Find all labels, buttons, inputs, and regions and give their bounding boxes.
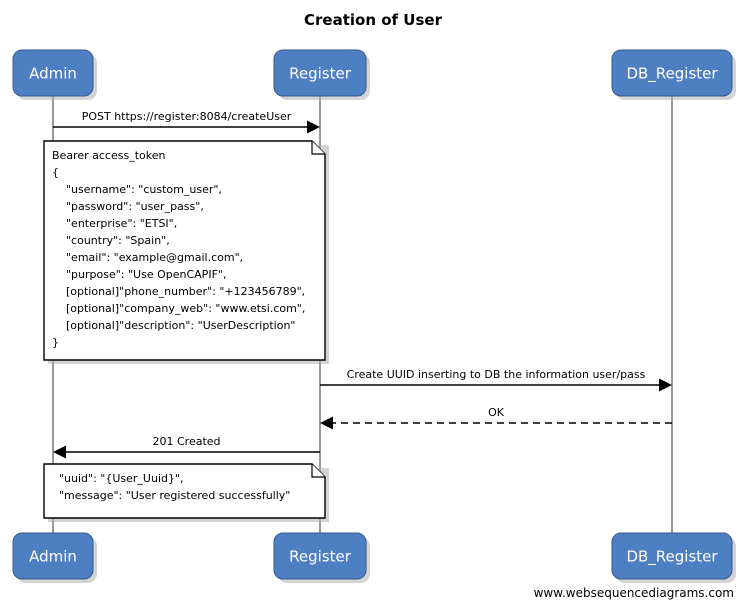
note-fold-icon bbox=[311, 464, 325, 478]
participant-register-bottom[interactable]: Register bbox=[273, 532, 370, 583]
participant-box[interactable] bbox=[611, 532, 733, 580]
note-line: [optional]"company_web": "www.etsi.com", bbox=[52, 302, 305, 315]
messages-layer: POST https://register:8084/createUserCre… bbox=[53, 110, 672, 459]
message-arrowhead bbox=[307, 120, 320, 134]
footer-watermark: www.websequencediagrams.com bbox=[534, 586, 734, 600]
participant-label-register: Register bbox=[289, 65, 352, 83]
message-label: OK bbox=[488, 406, 505, 419]
participant-box[interactable] bbox=[273, 532, 367, 580]
participant-label-db_register: DB_Register bbox=[626, 548, 718, 567]
message-label: POST https://register:8084/createUser bbox=[82, 110, 292, 123]
note-line: Bearer access_token bbox=[52, 149, 165, 162]
participant-label-admin: Admin bbox=[29, 65, 77, 83]
participant-box[interactable] bbox=[12, 49, 94, 97]
message-msg-create-uuid[interactable]: Create UUID inserting to DB the informat… bbox=[320, 368, 672, 392]
participants-layer: AdminAdminRegisterRegisterDB_RegisterDB_… bbox=[12, 49, 736, 583]
participant-db_register-bottom[interactable]: DB_Register bbox=[611, 532, 736, 583]
participant-register-top[interactable]: Register bbox=[273, 49, 370, 100]
participant-db_register-top[interactable]: DB_Register bbox=[611, 49, 736, 100]
message-label: Create UUID inserting to DB the informat… bbox=[347, 368, 646, 381]
note-line: "email": "example@gmail.com", bbox=[52, 251, 243, 264]
message-arrowhead bbox=[53, 445, 66, 459]
message-msg-post-createuser[interactable]: POST https://register:8084/createUser bbox=[53, 110, 320, 134]
participant-label-db_register: DB_Register bbox=[626, 65, 718, 84]
note-fold-icon bbox=[311, 141, 325, 155]
note-body bbox=[43, 463, 326, 519]
message-msg-ok[interactable]: OK bbox=[320, 406, 672, 430]
message-label: 201 Created bbox=[152, 435, 220, 448]
message-arrowhead bbox=[320, 416, 333, 430]
note-response-payload: "uuid": "{User_Uuid}", "message": "User … bbox=[43, 463, 329, 522]
participant-admin-bottom[interactable]: Admin bbox=[12, 532, 97, 583]
note-line: { bbox=[52, 166, 59, 179]
note-body bbox=[43, 140, 326, 361]
participant-box[interactable] bbox=[273, 49, 367, 97]
note-request-payload: Bearer access_token { "username": "custom… bbox=[43, 140, 329, 364]
note-line: } bbox=[52, 336, 59, 349]
participant-label-admin: Admin bbox=[29, 548, 77, 566]
note-line: "purpose": "Use OpenCAPIF", bbox=[52, 268, 226, 281]
participant-box[interactable] bbox=[12, 532, 94, 580]
diagram-title: Creation of User bbox=[304, 11, 443, 29]
note-line: "enterprise": "ETSI", bbox=[52, 217, 177, 230]
notes-layer: Bearer access_token { "username": "custom… bbox=[43, 140, 329, 522]
note-line: "message": "User registered successfully… bbox=[52, 489, 290, 502]
note-line: "username": "custom_user", bbox=[52, 183, 222, 196]
participant-box[interactable] bbox=[611, 49, 733, 97]
participant-admin-top[interactable]: Admin bbox=[12, 49, 97, 100]
participant-label-register: Register bbox=[289, 548, 352, 566]
note-line: "country": "Spain", bbox=[52, 234, 170, 247]
note-line: "password": "user_pass", bbox=[52, 200, 204, 213]
note-line: "uuid": "{User_Uuid}", bbox=[52, 472, 184, 485]
message-msg-201-created[interactable]: 201 Created bbox=[53, 435, 320, 459]
message-arrowhead bbox=[659, 378, 672, 392]
note-line: [optional]"phone_number": "+123456789", bbox=[52, 285, 305, 298]
note-line: [optional]"description": "UserDescriptio… bbox=[52, 319, 295, 332]
